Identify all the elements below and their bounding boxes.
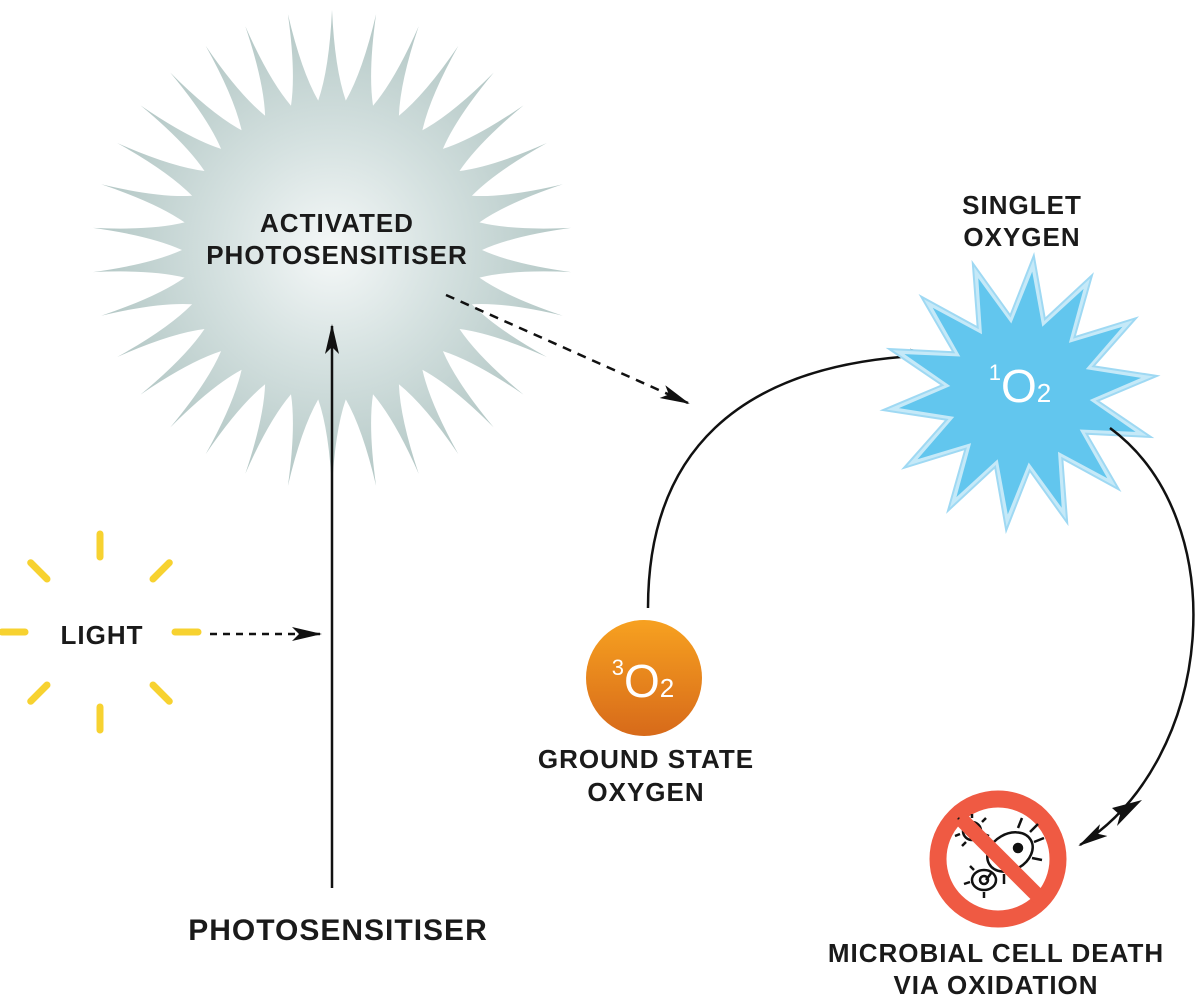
microbial-cell-death: MICROBIAL CELL DEATH VIA OXIDATION: [828, 790, 1164, 1000]
death-label-line1: MICROBIAL CELL DEATH: [828, 938, 1164, 968]
activated-photosensitiser: ACTIVATED PHOTOSENSITISER: [93, 10, 571, 490]
light-ray: [149, 559, 173, 583]
singlet-label-line2: OXYGEN: [963, 222, 1080, 252]
light-ray: [27, 559, 51, 583]
activated-label-line1: ACTIVATED: [260, 208, 414, 238]
light-ray: [27, 681, 51, 705]
ground-label-line2: OXYGEN: [587, 777, 704, 807]
spiky-burst-icon: [93, 10, 571, 490]
light-source: LIGHT: [0, 530, 202, 734]
activation-curve-arrow: [646, 348, 940, 609]
oxidation-curve-arrow: [1078, 426, 1195, 847]
energy-transfer-arrow: [445, 293, 690, 405]
ground-state-oxygen: 3O2 GROUND STATE OXYGEN: [538, 620, 754, 807]
light-ray: [149, 681, 173, 705]
star-burst-core: [898, 271, 1142, 515]
singlet-oxygen: 1O2 SINGLET OXYGEN: [879, 190, 1161, 534]
no-microbe-icon: [929, 790, 1067, 928]
oxidation-arrow-secondary-head: [1112, 800, 1142, 826]
ground-label-line1: GROUND STATE: [538, 744, 754, 774]
light-label: LIGHT: [61, 620, 144, 650]
singlet-label-line1: SINGLET: [962, 190, 1082, 220]
death-label-line2: VIA OXIDATION: [893, 970, 1098, 1000]
sun-rays-icon: [0, 530, 202, 734]
activated-label-line2: PHOTOSENSITISER: [206, 240, 468, 270]
orange-circle-icon: [586, 620, 702, 736]
ground-symbol: 3O2: [612, 655, 675, 707]
photosensitiser-label: PHOTOSENSITISER: [188, 914, 488, 947]
singlet-symbol: 1O2: [989, 360, 1052, 412]
